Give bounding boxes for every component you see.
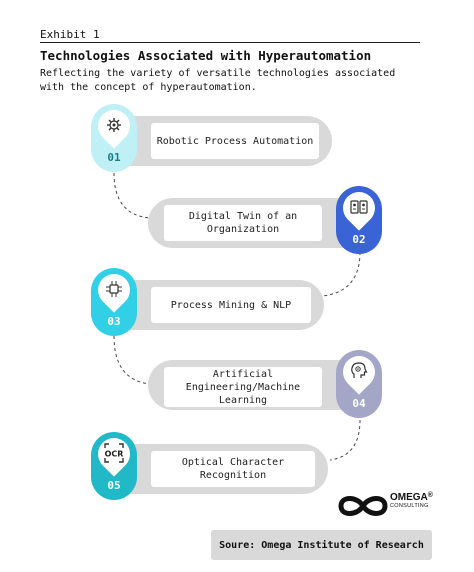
- step-2-badge: 02: [336, 185, 382, 254]
- step-5-label: Optical Character Recognition: [151, 451, 315, 487]
- step-1-label: Robotic Process Automation: [151, 123, 319, 159]
- logo-subtitle: CONSULTING: [390, 503, 429, 509]
- connector-2-3: [321, 251, 361, 297]
- connector-3-4: [113, 335, 151, 385]
- step-4-badge: 04: [336, 349, 382, 418]
- connector-4-5: [329, 419, 361, 461]
- step-4-label: Artificial Engineering/Machine Learning: [164, 367, 322, 407]
- logo-name-text: OMEGA: [390, 492, 428, 503]
- step-1-number: 01: [107, 151, 121, 164]
- step-5-number: 05: [107, 479, 121, 492]
- step-5-badge: OCR 05: [91, 431, 137, 500]
- ocr-icon: OCR: [104, 443, 124, 463]
- step-3-label: Process Mining & NLP: [151, 287, 311, 323]
- logo-registered-mark: ®: [427, 492, 433, 499]
- robot-gear-icon: [107, 118, 121, 132]
- logo-name: OMEGA®: [390, 492, 433, 503]
- step-3-number: 03: [107, 315, 121, 328]
- omega-logo-icon: [338, 496, 388, 516]
- page-subtitle: Reflecting the variety of versatile tech…: [40, 68, 396, 93]
- process-mining-icon: [106, 281, 122, 297]
- step-2-label: Digital Twin of an Organization: [164, 205, 322, 241]
- step-2-number: 02: [352, 233, 366, 246]
- ocr-icon-text: OCR: [105, 450, 124, 459]
- ai-head-icon: [351, 362, 368, 378]
- digital-twin-icon: [350, 200, 368, 214]
- step-1-badge: 01: [91, 103, 137, 172]
- page-title: Technologies Associated with Hyperautoma…: [40, 48, 372, 63]
- source-note: Soure: Omega Institute of Research: [211, 530, 432, 560]
- connector-1-2: [113, 172, 151, 219]
- header-divider: [40, 42, 420, 43]
- exhibit-label: Exhibit 1: [40, 28, 100, 41]
- step-3-badge: 03: [91, 267, 137, 336]
- step-4-number: 04: [352, 397, 366, 410]
